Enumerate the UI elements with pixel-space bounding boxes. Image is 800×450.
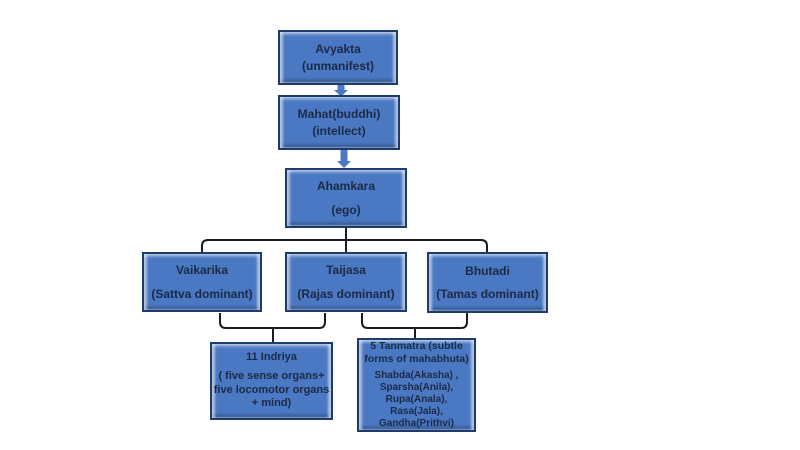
node-bhutadi-title: Bhutadi bbox=[465, 263, 510, 278]
node-bhutadi: Bhutadi (Tamas dominant) bbox=[427, 252, 548, 313]
node-ahamkara-title: Ahamkara bbox=[316, 178, 376, 193]
bracket-tanmatra bbox=[361, 313, 468, 338]
node-avyakta-subtitle: (unmanifest) bbox=[302, 58, 374, 73]
bracket-indriya bbox=[219, 313, 326, 342]
node-tanmatra: 5 Tanmatra (subtle forms of mahabhuta) S… bbox=[357, 338, 476, 432]
node-bhutadi-subtitle: (Tamas dominant) bbox=[436, 287, 539, 301]
tree-ahamkara-children bbox=[201, 228, 488, 252]
node-mahat-title: Mahat(buddhi) bbox=[297, 107, 381, 122]
node-taijasa: Taijasa (Rajas dominant) bbox=[285, 252, 407, 312]
node-vaikarika-subtitle: (Sattva dominant) bbox=[151, 286, 253, 301]
arrow-mahat-ahamkara bbox=[337, 149, 351, 168]
node-tanmatra-detail: Shabda(Akasha) , Sparsha(Anila), Rupa(An… bbox=[374, 370, 459, 430]
node-vaikarika: Vaikarika (Sattva dominant) bbox=[142, 252, 262, 312]
node-mahat-subtitle: (intellect) bbox=[312, 123, 366, 138]
node-ahamkara-subtitle: (ego) bbox=[331, 203, 361, 217]
node-indriya: 11 Indriya ( five sense organs+ five loc… bbox=[210, 342, 333, 420]
arrow-avyakta-mahat bbox=[334, 84, 348, 97]
node-taijasa-title: Taijasa bbox=[326, 263, 366, 278]
node-ahamkara: Ahamkara (ego) bbox=[285, 168, 407, 228]
node-indriya-title: 11 Indriya bbox=[246, 351, 297, 363]
node-indriya-detail: ( five sense organs+ five locomotor orga… bbox=[213, 369, 330, 410]
node-tanmatra-title: 5 Tanmatra (subtle forms of mahabhuta) bbox=[364, 339, 469, 365]
node-mahat: Mahat(buddhi) (intellect) bbox=[278, 95, 400, 150]
node-avyakta: Avyakta (unmanifest) bbox=[278, 30, 398, 85]
node-taijasa-subtitle: (Rajas dominant) bbox=[297, 286, 395, 301]
node-avyakta-title: Avyakta bbox=[315, 42, 361, 57]
node-vaikarika-title: Vaikarika bbox=[175, 263, 229, 278]
